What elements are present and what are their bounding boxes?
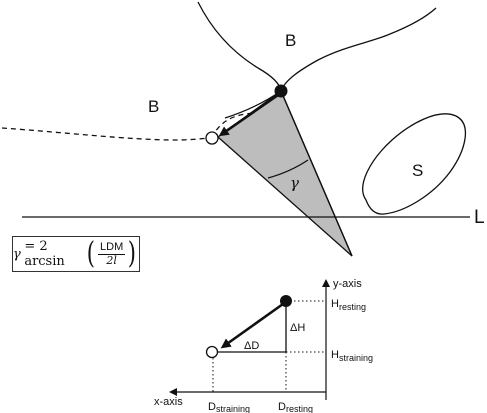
displacement-arrow xyxy=(218,93,279,137)
dashed-straining-curve xyxy=(1,127,213,141)
label-gamma: γ xyxy=(290,174,299,192)
gamma-formula-box: γ = 2 arcsin ( LDM 2l ) xyxy=(12,236,140,272)
angle-wedge xyxy=(216,89,353,257)
label-d-resting: Dresting xyxy=(278,401,313,413)
label-b-upper: B xyxy=(285,31,296,50)
wedge-edge-right xyxy=(280,90,353,257)
label-delta-h: ΔH xyxy=(290,322,305,334)
schematic-straining-dot xyxy=(205,345,219,359)
angle-arc xyxy=(267,159,309,179)
formula-paren-right: ) xyxy=(128,236,137,271)
formula-denominator: 2l xyxy=(106,253,117,267)
y-axis-label: y-axis xyxy=(333,278,362,290)
region-s-outline xyxy=(362,113,466,215)
formula-paren-left: ( xyxy=(87,236,96,271)
boundary-curve-left xyxy=(197,1,282,92)
resting-point-dot xyxy=(274,84,288,98)
schematic-resting-dot xyxy=(280,295,292,307)
x-axis-label: x-axis xyxy=(154,396,183,408)
label-d-straining: Dstraining xyxy=(208,401,250,413)
label-l: L xyxy=(474,207,485,228)
label-h-resting: Hresting xyxy=(331,298,366,312)
schematic-arrow xyxy=(220,302,284,349)
formula-eq: = 2 arcsin xyxy=(24,239,65,269)
formula-lhs: γ xyxy=(13,246,21,262)
formula-fraction: LDM 2l xyxy=(98,240,126,267)
label-s: S xyxy=(412,161,423,180)
label-b-left: B xyxy=(148,97,159,116)
boundary-curve-right xyxy=(280,7,437,92)
label-h-straining: Hstraining xyxy=(331,349,373,363)
straining-point-dot xyxy=(205,131,219,145)
formula-numerator: LDM xyxy=(98,240,126,255)
label-delta-d: ΔD xyxy=(244,340,259,352)
